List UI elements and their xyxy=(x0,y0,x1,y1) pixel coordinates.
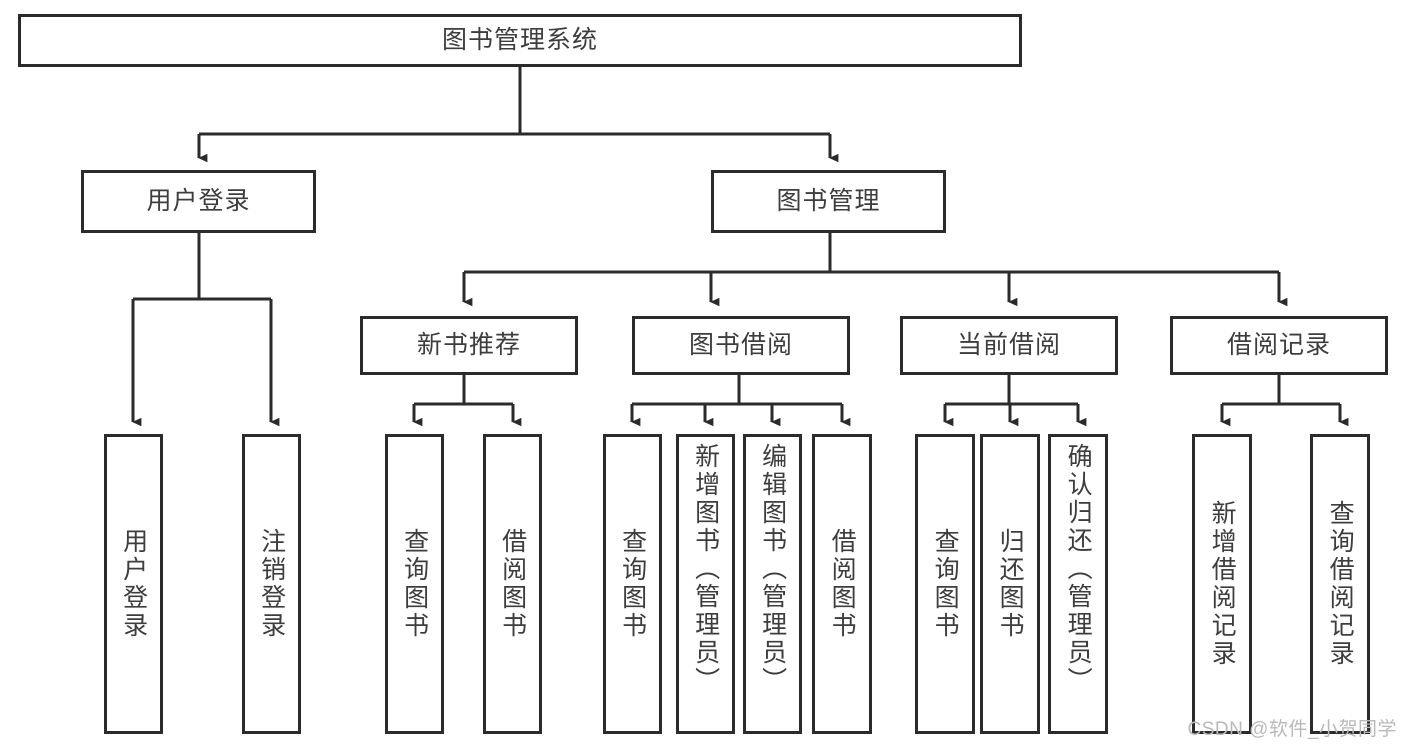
leaf-book-borrow-add-book-admin[interactable]: 新增图书（管理员） xyxy=(676,434,735,734)
leaf-user-login-login[interactable]: 用户登录 xyxy=(104,434,163,734)
node-borrow-record-label: 借阅记录 xyxy=(1226,330,1331,359)
leaf-user-login-logout[interactable]: 注销登录 xyxy=(242,434,301,734)
leaf-borrow-record-query-record[interactable]: 查询借阅记录 xyxy=(1310,434,1370,734)
node-root-label: 图书管理系统 xyxy=(441,25,598,54)
leaf-label: 查询图书 xyxy=(400,528,429,640)
leaf-label: 新增借阅记录 xyxy=(1208,500,1237,668)
leaf-book-borrow-edit-book-admin[interactable]: 编辑图书（管理员） xyxy=(743,434,802,734)
node-current-borrow-label: 当前借阅 xyxy=(956,330,1061,359)
node-borrow-record[interactable]: 借阅记录 xyxy=(1170,316,1388,375)
leaf-label: 确认归还（管理员） xyxy=(1064,443,1093,695)
leaf-book-borrow-query-book[interactable]: 查询图书 xyxy=(603,434,662,734)
leaf-borrow-record-add-record[interactable]: 新增借阅记录 xyxy=(1192,434,1252,734)
leaf-label: 新增图书（管理员） xyxy=(691,443,720,695)
node-book-management-label: 图书管理 xyxy=(776,186,881,215)
leaf-label: 查询借阅记录 xyxy=(1326,500,1355,668)
leaf-label: 查询图书 xyxy=(618,528,647,640)
node-book-management[interactable]: 图书管理 xyxy=(711,170,946,233)
node-book-borrow-label: 图书借阅 xyxy=(688,330,793,359)
node-new-book-recommend[interactable]: 新书推荐 xyxy=(360,316,578,375)
leaf-new-book-borrow-book[interactable]: 借阅图书 xyxy=(483,434,542,734)
watermark: CSDN @软件_小贺同学 xyxy=(1187,719,1397,740)
leaf-book-borrow-borrow-book[interactable]: 借阅图书 xyxy=(812,434,872,734)
node-book-borrow[interactable]: 图书借阅 xyxy=(632,316,850,375)
leaf-current-borrow-query-book[interactable]: 查询图书 xyxy=(915,434,975,734)
node-current-borrow[interactable]: 当前借阅 xyxy=(900,316,1118,375)
node-user-login-label: 用户登录 xyxy=(146,186,251,215)
leaf-label: 借阅图书 xyxy=(828,528,857,640)
leaf-label: 查询图书 xyxy=(931,528,960,640)
leaf-label: 编辑图书（管理员） xyxy=(758,443,787,695)
leaf-current-borrow-return-book[interactable]: 归还图书 xyxy=(980,434,1040,734)
leaf-label: 借阅图书 xyxy=(498,528,527,640)
node-user-login[interactable]: 用户登录 xyxy=(81,170,316,233)
node-new-book-recommend-label: 新书推荐 xyxy=(416,330,521,359)
leaf-label: 用户登录 xyxy=(119,528,148,640)
leaf-current-borrow-confirm-return-admin[interactable]: 确认归还（管理员） xyxy=(1048,434,1108,734)
leaf-new-book-query-book[interactable]: 查询图书 xyxy=(385,434,444,734)
leaf-label: 注销登录 xyxy=(257,528,286,640)
leaf-label: 归还图书 xyxy=(996,528,1025,640)
node-root[interactable]: 图书管理系统 xyxy=(18,14,1022,67)
